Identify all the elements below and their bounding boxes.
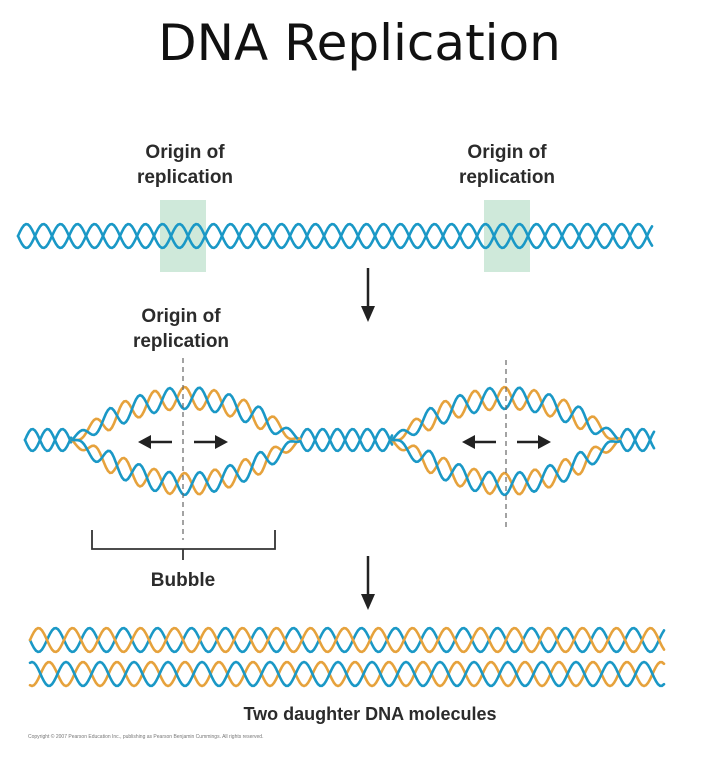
bubble-label: Bubble <box>151 570 215 591</box>
bubble-left-top-new-strand <box>70 385 302 442</box>
replication-direction-arrows-right <box>462 435 551 449</box>
bubble-left-top-parent-strand <box>70 386 302 443</box>
daughter-dna-helices <box>28 626 666 688</box>
origin-label-left-line1: Origin of <box>145 142 225 163</box>
daughter-2-strand-b <box>28 660 666 688</box>
bubble-dna-helices <box>23 385 656 497</box>
parental-strand-strand-b <box>16 222 654 250</box>
daughter-1-strand-b <box>28 626 666 654</box>
bubble-left-tail-strand-a <box>23 427 73 453</box>
daughter-dna-group: Two daughter DNA molecules <box>28 626 666 724</box>
bubble-left-tail-strand-b <box>23 427 73 453</box>
bubble-right-tail-strand-b <box>618 427 656 453</box>
origin-label-bubble-line1: Origin of <box>141 306 221 327</box>
daughter-1-strand-a <box>28 626 666 654</box>
parental-dna-group: Origin of replication Origin of replicat… <box>16 142 654 272</box>
parental-strand-strand-a <box>16 222 654 250</box>
step-arrow-2 <box>361 556 375 610</box>
bubble-left-bottom-parent-strand <box>70 438 302 497</box>
parental-dna-helix <box>16 222 654 250</box>
origin-label-left-line2: replication <box>137 167 233 188</box>
origin-label-bubble-line2: replication <box>133 331 229 352</box>
bubble-right-bottom-parent-strand <box>390 438 622 497</box>
replication-bubbles-group: Origin of replication Bubble <box>23 306 656 591</box>
bubble-middle-strand-b <box>298 427 394 453</box>
origin-highlight-right <box>484 200 530 272</box>
bubble-right-tail-strand-a <box>618 427 656 453</box>
step-arrow-1 <box>361 268 375 322</box>
bubble-right-bottom-new-strand <box>390 437 622 496</box>
replication-direction-arrows-left <box>138 435 228 449</box>
origin-label-right-line2: replication <box>459 167 555 188</box>
origin-highlight-left <box>160 200 206 272</box>
page-title: DNA Replication <box>158 14 561 72</box>
origin-label-right-line1: Origin of <box>467 142 547 163</box>
copyright-text: Copyright © 2007 Pearson Education Inc.,… <box>28 733 263 740</box>
bubble-left-bottom-new-strand <box>70 437 302 496</box>
daughter-label: Two daughter DNA molecules <box>243 704 496 724</box>
